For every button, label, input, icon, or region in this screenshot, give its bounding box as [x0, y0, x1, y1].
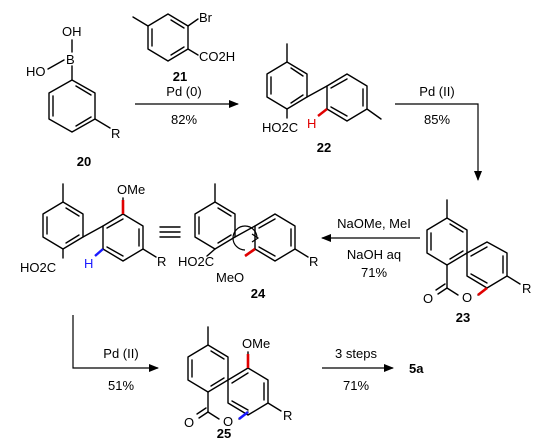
- compound-22-structure: [266, 43, 382, 122]
- compound-5a-label: 5a: [409, 361, 424, 376]
- compound-21-structure: [132, 13, 199, 62]
- compound-21-acid: CO2H: [199, 49, 235, 64]
- step1-yield: 82%: [171, 112, 197, 127]
- compound-23-new-bond: [477, 286, 488, 297]
- compound-24a-acid: HO2C: [20, 260, 56, 275]
- compound-24a-h: H: [84, 256, 93, 271]
- compound-22-label: 22: [317, 140, 331, 155]
- compound-25-new-co-bond: [238, 410, 249, 421]
- compound-23-structure: [426, 199, 521, 296]
- compound-24-r: R: [309, 254, 318, 269]
- compound-22-acid: HO2C: [262, 120, 298, 135]
- compound-24a-ome: OMe: [117, 182, 145, 197]
- compound-25-r: R: [283, 408, 292, 423]
- compound-21-label: 21: [173, 69, 187, 84]
- compound-22-ch-highlight: [317, 108, 328, 117]
- compound-20-r: R: [111, 126, 120, 141]
- compound-24-meo: MeO: [216, 270, 244, 285]
- compound-25-ome: OMe: [242, 336, 270, 351]
- compound-24-acid: HO2C: [178, 254, 214, 269]
- compound-24-label: 24: [251, 286, 266, 301]
- arrow-step2: [395, 103, 482, 181]
- compound-24-ome-highlight: [244, 247, 256, 258]
- step2-reagent: Pd (II): [419, 84, 454, 99]
- compound-25-carbonyl-o: O: [184, 415, 194, 430]
- compound-23-ring-o: O: [462, 290, 472, 305]
- compound-24a-ch-highlight: [94, 248, 104, 257]
- compound-23-r: R: [522, 281, 531, 296]
- step2-yield: 85%: [424, 112, 450, 127]
- step5-reagent: 3 steps: [335, 346, 377, 361]
- step3-reagent2: NaOH aq: [347, 247, 401, 262]
- step3-reagent1: NaOMe, MeI: [337, 216, 411, 231]
- compound-22-h: H: [307, 116, 316, 131]
- step3-yield: 71%: [361, 265, 387, 280]
- step1-reagent: Pd (0): [166, 84, 201, 99]
- compound-20-oh-top: OH: [62, 24, 82, 39]
- step4-reagent: Pd (II): [103, 346, 138, 361]
- compound-24-structure: [194, 183, 309, 262]
- compound-23-carbonyl-o: O: [423, 291, 433, 306]
- compound-23-label: 23: [456, 310, 470, 325]
- compound-20-label: 20: [77, 154, 91, 169]
- equivalence-sign: [159, 226, 181, 238]
- compound-20-boron: B: [66, 52, 75, 67]
- compound-25-ring-o: O: [223, 414, 233, 429]
- compound-25-label: 25: [217, 426, 231, 441]
- compound-20-oh-left: HO: [26, 64, 46, 79]
- step5-yield: 71%: [343, 378, 369, 393]
- compound-20-structure: [47, 39, 111, 133]
- step4-yield: 51%: [108, 378, 134, 393]
- compound-21-bromine: Br: [199, 10, 213, 25]
- compound-24a-r: R: [157, 254, 166, 269]
- arrow-step4: [72, 315, 159, 372]
